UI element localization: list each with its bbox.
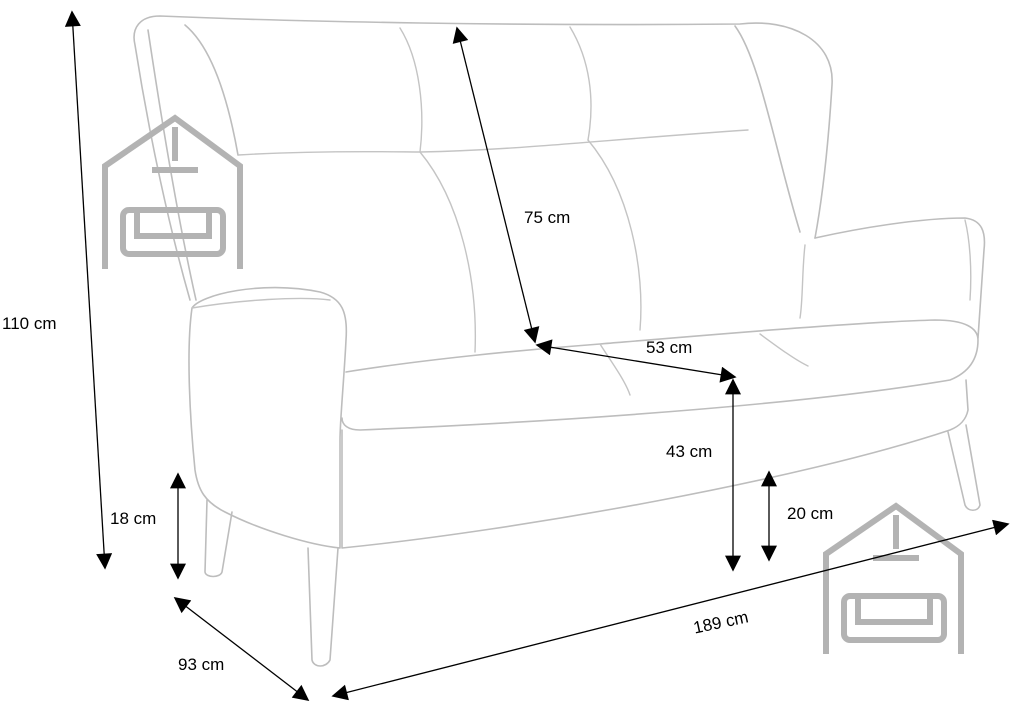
label-leg-front: 18 cm [110, 509, 156, 528]
dimension-labels: 110 cm 75 cm 53 cm 43 cm 18 cm 20 cm 93 … [2, 208, 833, 674]
left-wing-side [184, 24, 239, 156]
dim-line-depth [173, 597, 310, 701]
label-backrest: 75 cm [524, 208, 570, 227]
back-left-leg [204, 499, 233, 578]
right-armrest [814, 217, 986, 339]
label-clearance: 20 cm [787, 504, 833, 523]
house-sofa-logo-icon [102, 114, 243, 269]
left-armrest [188, 286, 348, 549]
sofa-back-outline [133, 15, 833, 301]
seat-front [341, 319, 979, 431]
right-leg [947, 424, 981, 512]
label-seat-depth: 53 cm [646, 338, 692, 357]
house-sofa-logo-icon [823, 502, 964, 654]
front-left-leg [307, 547, 339, 667]
label-depth: 93 cm [178, 655, 224, 674]
dim-line-total-height [64, 10, 113, 570]
label-width: 189 cm [692, 607, 750, 637]
sofa-drawing [133, 15, 986, 667]
label-seat-height: 43 cm [666, 442, 712, 461]
dim-line-width [331, 519, 1010, 701]
left-wing-inner [147, 29, 197, 301]
right-wing-inner [734, 25, 801, 233]
dim-line-seat-depth [535, 339, 737, 383]
dimension-lines [64, 10, 1010, 701]
label-total-height: 110 cm [2, 314, 57, 333]
dim-line-backrest [452, 26, 540, 344]
